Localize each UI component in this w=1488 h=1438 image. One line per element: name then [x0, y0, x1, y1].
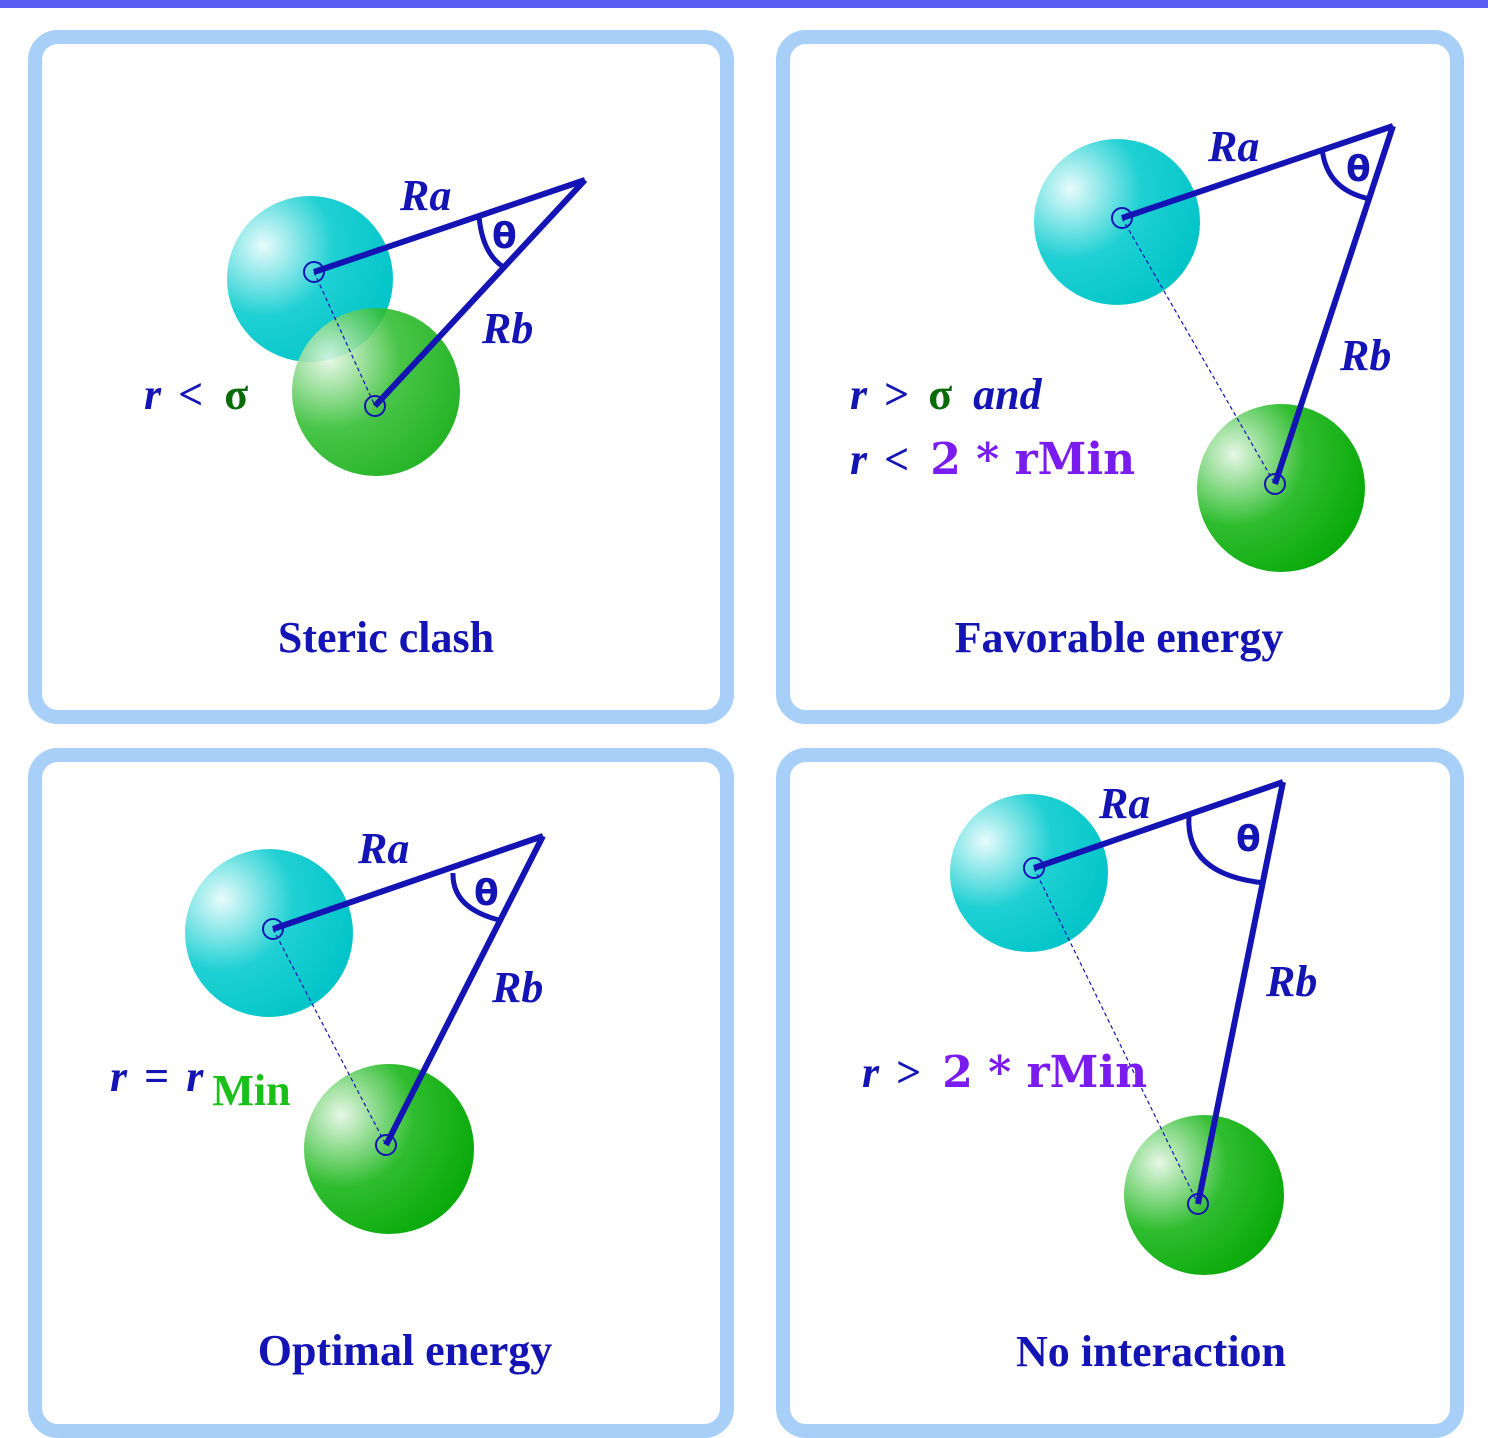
center-b-marker	[1187, 1193, 1209, 1215]
label-theta: θ	[1236, 819, 1261, 860]
top-bar	[0, 0, 1488, 8]
distance-r-line	[1033, 867, 1199, 1205]
center-a-marker	[303, 261, 325, 283]
panel-steric-clash: Ra Rb θ r < σ Steric clash	[144, 171, 588, 662]
label-theta: θ	[492, 216, 517, 257]
sphere-a	[950, 794, 1108, 952]
sphere-b	[304, 1064, 474, 1234]
condition-favorable-line2: r < 2 * rMin	[850, 434, 1135, 485]
caption-no-interaction: No interaction	[1016, 1327, 1286, 1376]
panel-favorable-energy: Ra Rb θ r > σ and r < 2 * rMin Favorable…	[850, 122, 1396, 662]
angle-arc	[1186, 815, 1266, 886]
vector-rb	[1272, 125, 1396, 485]
label-rb: Rb	[481, 304, 533, 353]
caption-optimal-energy: Optimal energy	[258, 1326, 553, 1375]
panel-no-interaction: Ra Rb θ r > 2 * rMin No interaction	[862, 779, 1317, 1376]
condition-steric: r < σ	[144, 370, 248, 419]
center-a-marker	[1111, 207, 1133, 229]
label-ra: Ra	[1098, 779, 1150, 828]
distance-r-line	[1121, 217, 1276, 485]
sphere-a	[1034, 139, 1200, 305]
label-theta: θ	[1346, 149, 1371, 190]
label-rb: Rb	[491, 963, 543, 1012]
vector-ra	[1033, 779, 1284, 871]
label-rb: Rb	[1339, 331, 1391, 380]
vector-rb	[372, 177, 588, 409]
center-a-marker	[262, 918, 284, 940]
sphere-b	[292, 308, 460, 476]
caption-steric-clash: Steric clash	[278, 613, 494, 662]
label-ra: Ra	[357, 824, 409, 873]
center-b-marker	[375, 1134, 397, 1156]
condition-no-interaction: r > 2 * rMin	[862, 1047, 1147, 1098]
caption-favorable-energy: Favorable energy	[955, 613, 1284, 662]
condition-optimal: r = r Min	[110, 1052, 291, 1115]
label-rb: Rb	[1265, 957, 1317, 1006]
center-a-marker	[1023, 857, 1045, 879]
vector-ra	[272, 833, 544, 932]
center-b-marker	[1264, 473, 1286, 495]
label-ra: Ra	[399, 171, 451, 220]
condition-favorable-line1: r > σ and	[850, 370, 1043, 419]
sphere-b	[1197, 404, 1365, 572]
label-ra: Ra	[1207, 122, 1259, 171]
panel-frame-no-interaction	[776, 748, 1464, 1438]
angle-arc	[476, 215, 504, 269]
sphere-a	[185, 849, 353, 1017]
center-b-marker	[364, 395, 386, 417]
angle-arc	[450, 872, 500, 923]
vector-ra	[1121, 123, 1394, 221]
distance-r-line	[272, 928, 387, 1146]
angle-arc	[1319, 147, 1371, 202]
distance-r-line	[313, 271, 376, 407]
vector-rb	[1195, 781, 1286, 1205]
panel-optimal-energy: Ra Rb θ r = r Min Optimal energy	[110, 824, 552, 1375]
vector-ra	[313, 177, 586, 275]
label-theta: θ	[474, 873, 499, 914]
vector-rb	[383, 834, 546, 1147]
